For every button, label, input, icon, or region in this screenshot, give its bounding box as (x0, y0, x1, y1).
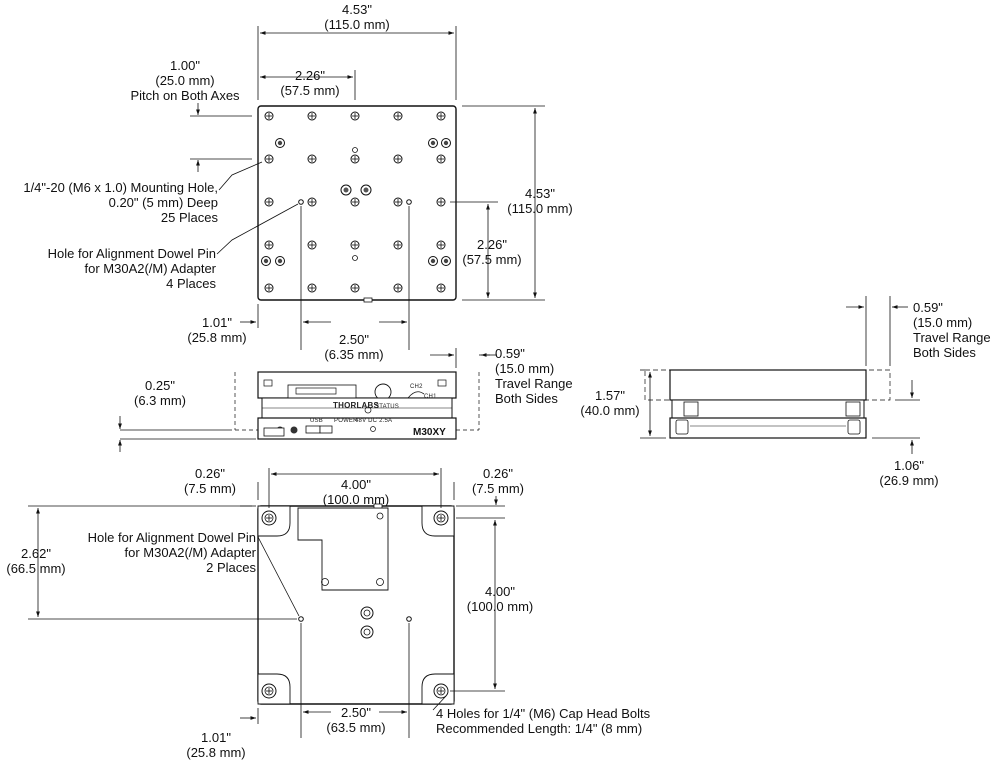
front-height-dimension: 0.25" (6.3 mm) (128, 378, 192, 408)
bottom-dowel-line-2: for M30A2(/M) Adapter (124, 545, 257, 560)
bottom-dowel-span-in: 2.50" (341, 705, 371, 720)
bottom-vspan-in: 4.00" (485, 584, 515, 599)
top-right-half-dimension: 2.26" (57.5 mm) (452, 237, 532, 267)
bottom-vspan-mm: (100.0 mm) (466, 599, 534, 614)
dowel-hole (298, 616, 304, 622)
side-travel-line-2: Both Sides (913, 345, 976, 360)
dowel-hole (298, 199, 304, 205)
top-offset-in: 1.01" (202, 315, 232, 330)
side-travel-mm: (15.0 mm) (913, 315, 973, 330)
mount-line-1: 1/4"-20 (M6 x 1.0) Mounting Hole, (23, 180, 218, 195)
top-dowel-span-in: 2.50" (339, 332, 369, 347)
bottom-left-edge-in: 0.26" (195, 466, 225, 481)
ch2-label: CH2 (410, 384, 423, 390)
front-height-in: 0.25" (145, 378, 175, 393)
pitch-note: Pitch on Both Axes (130, 88, 240, 103)
side-view (640, 296, 920, 454)
bottom-offset-dimension: 1.01" (25.8 mm) (176, 730, 256, 760)
usb-label: USB (310, 418, 323, 424)
side-top-carriage (669, 369, 867, 401)
power-label: POWER (334, 418, 358, 424)
top-dowel-line-1: Hole for Alignment Dowel Pin (47, 246, 216, 261)
top-height-dimension: 4.53" (115.0 mm) (500, 186, 580, 216)
top-dowel-span-mm: (6.35 mm) (324, 347, 384, 362)
side-base-in: 1.06" (894, 458, 924, 473)
top-height-in: 4.53" (525, 186, 555, 201)
side-height-in: 1.57" (595, 388, 625, 403)
side-travel-dimension: 0.59" (15.0 mm) Travel Range Both Sides (913, 300, 999, 360)
front-travel-line-1: Travel Range (495, 376, 573, 391)
pitch-mm: (25.0 mm) (155, 73, 215, 88)
top-width-in: 4.53" (342, 2, 372, 17)
side-travel-line-1: Travel Range (913, 330, 991, 345)
bottom-dowel-callout: Hole for Alignment Dowel Pin for M30A2(/… (60, 530, 256, 575)
top-pitch-dimension: 1.00" (25.0 mm) Pitch on Both Axes (115, 58, 255, 103)
half-mm: (57.5 mm) (280, 83, 340, 98)
front-travel-line-2: Both Sides (495, 391, 558, 406)
top-plate (257, 105, 457, 301)
bottom-plate (257, 505, 455, 705)
bolts-line-2: Recommended Length: 1/4" (8 mm) (436, 721, 643, 736)
dowel-hole (406, 616, 412, 622)
status-label: STATUS (375, 404, 399, 410)
spec-label: 48V DC 2.5A (355, 418, 393, 424)
front-travel-dimension: 0.59" (15.0 mm) Travel Range Both Sides (495, 346, 595, 406)
top-offset-mm: (25.8 mm) (187, 330, 247, 345)
bottom-offset-mm: (25.8 mm) (186, 745, 246, 760)
bottom-dowel-line-1: Hole for Alignment Dowel Pin (87, 530, 256, 545)
mount-line-2: 0.20" (5 mm) Deep (108, 195, 218, 210)
top-dowel-span-dimension: 2.50" (6.35 mm) (314, 332, 394, 362)
top-dowel-line-2: for M30A2(/M) Adapter (84, 261, 217, 276)
bottom-height-in: 2.62" (21, 546, 51, 561)
top-offset-dimension: 1.01" (25.8 mm) (178, 315, 256, 345)
top-half-dimension: 2.26" (57.5 mm) (270, 68, 350, 98)
bottom-right-edge-in: 0.26" (483, 466, 513, 481)
bottom-view (28, 468, 505, 738)
front-height-mm: (6.3 mm) (134, 393, 186, 408)
side-height-dimension: 1.57" (40.0 mm) (574, 388, 646, 418)
bottom-span-dimension: 4.00" (100.0 mm) (312, 477, 400, 507)
front-travel-mm: (15.0 mm) (495, 361, 555, 376)
side-base-dimension: 1.06" (26.9 mm) (868, 458, 950, 488)
ch1-label: CH1 (424, 394, 437, 400)
bolts-line-1: 4 Holes for 1/4" (M6) Cap Head Bolts (436, 706, 651, 721)
right-half-in: 2.26" (477, 237, 507, 252)
bottom-left-edge-dimension: 0.26" (7.5 mm) (172, 466, 248, 496)
bottom-dowel-line-3: 2 Places (206, 560, 256, 575)
bottom-left-edge-mm: (7.5 mm) (184, 481, 236, 496)
front-view (118, 348, 497, 452)
pitch-in: 1.00" (170, 58, 200, 73)
bottom-vspan-dimension: 4.00" (100.0 mm) (456, 584, 544, 614)
bottom-right-edge-dimension: 0.26" (7.5 mm) (460, 466, 536, 496)
top-dowel-callout: Hole for Alignment Dowel Pin for M30A2(/… (20, 246, 216, 291)
front-travel-in: 0.59" (495, 346, 525, 361)
bottom-dowel-span-mm: (63.5 mm) (326, 720, 386, 735)
top-height-mm: (115.0 mm) (507, 201, 573, 216)
top-width-dimension: 4.53" (115.0 mm) (315, 2, 399, 32)
top-width-mm: (115.0 mm) (324, 17, 390, 32)
half-in: 2.26" (295, 68, 325, 83)
side-base-mm: (26.9 mm) (879, 473, 939, 488)
bottom-height-mm: (66.5 mm) (6, 561, 66, 576)
right-half-mm: (57.5 mm) (462, 252, 522, 267)
top-view (190, 26, 545, 350)
thorlabs-logo: THORLABS (333, 401, 380, 410)
mount-line-3: 25 Places (160, 210, 218, 225)
dowel-hole (406, 199, 412, 205)
bottom-span-mm: (100.0 mm) (322, 492, 390, 507)
side-height-mm: (40.0 mm) (580, 403, 640, 418)
side-travel-in: 0.59" (913, 300, 943, 315)
bolt-holes-callout: 4 Holes for 1/4" (M6) Cap Head Bolts Rec… (436, 706, 676, 736)
mounting-hole-callout: 1/4"-20 (M6 x 1.0) Mounting Hole, 0.20" … (2, 180, 218, 225)
bottom-right-edge-mm: (7.5 mm) (472, 481, 524, 496)
bottom-offset-in: 1.01" (201, 730, 231, 745)
model-label: M30XY (413, 427, 446, 438)
top-dowel-line-3: 4 Places (166, 276, 216, 291)
bottom-height-dimension: 2.62" (66.5 mm) (0, 546, 72, 576)
bottom-span-in: 4.00" (341, 477, 371, 492)
bottom-dowel-span-dimension: 2.50" (63.5 mm) (314, 705, 398, 735)
